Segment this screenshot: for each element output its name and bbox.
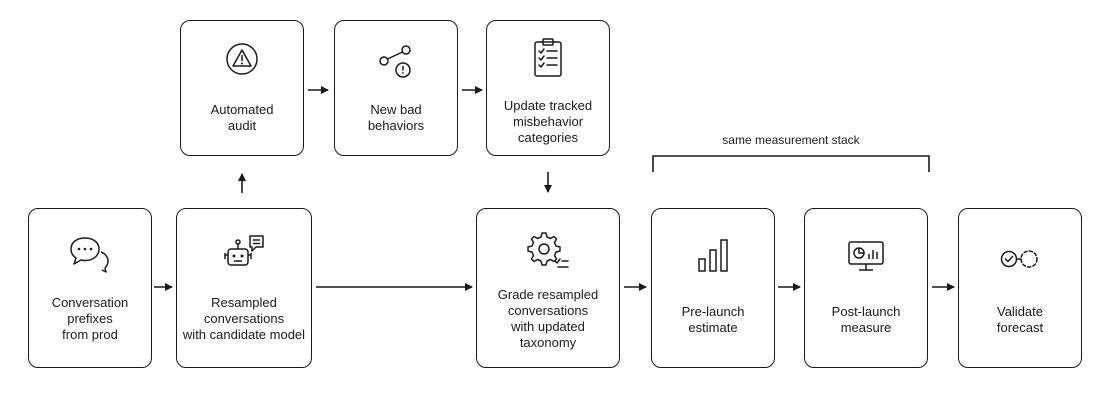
node-pre-launch: Pre-launch estimate: [651, 208, 775, 368]
label-resampled: Resampled conversations with candidate m…: [182, 295, 306, 342]
label-pre-launch: Pre-launch estimate: [681, 304, 745, 335]
node-grade-resampled: Grade resampled conversations with updat…: [476, 208, 620, 368]
clipboard-checklist-icon: [534, 38, 562, 77]
bracket-label: same measurement stack: [722, 133, 860, 147]
label-post-launch: Post-launch measure: [831, 304, 901, 335]
node-post-launch: Post-launch measure: [804, 208, 928, 368]
chat-bubbles-icon: [70, 237, 109, 273]
label-grade-resampled: Grade resampled conversations with updat…: [497, 287, 599, 350]
label-validate: Validate forecast: [996, 304, 1044, 335]
label-new-bad-behaviors: New bad behaviors: [367, 102, 425, 133]
label-automated-audit: Automated audit: [210, 102, 274, 133]
monitor-chart-icon: [848, 241, 884, 271]
check-dashed-circle-icon: [1000, 250, 1038, 268]
node-update-tracked: Update tracked misbehavior categories: [486, 20, 610, 156]
label-conversation-prefixes: Conversation prefixes from prod: [51, 295, 129, 342]
node-resampled: Resampled conversations with candidate m…: [176, 208, 312, 368]
branch-alert-icon: [379, 45, 411, 78]
node-automated-audit: Automated audit: [180, 20, 304, 156]
node-conversation-prefixes: Conversation prefixes from prod: [28, 208, 152, 368]
measurement-bracket: [652, 155, 930, 172]
bar-chart-icon: [698, 239, 728, 272]
warning-icon: [226, 43, 258, 75]
node-validate: Validate forecast: [958, 208, 1082, 368]
gear-checklist-icon: [527, 232, 569, 268]
robot-icon: [224, 235, 264, 266]
label-update-tracked: Update tracked misbehavior categories: [503, 98, 593, 145]
node-new-bad-behaviors: New bad behaviors: [334, 20, 458, 156]
